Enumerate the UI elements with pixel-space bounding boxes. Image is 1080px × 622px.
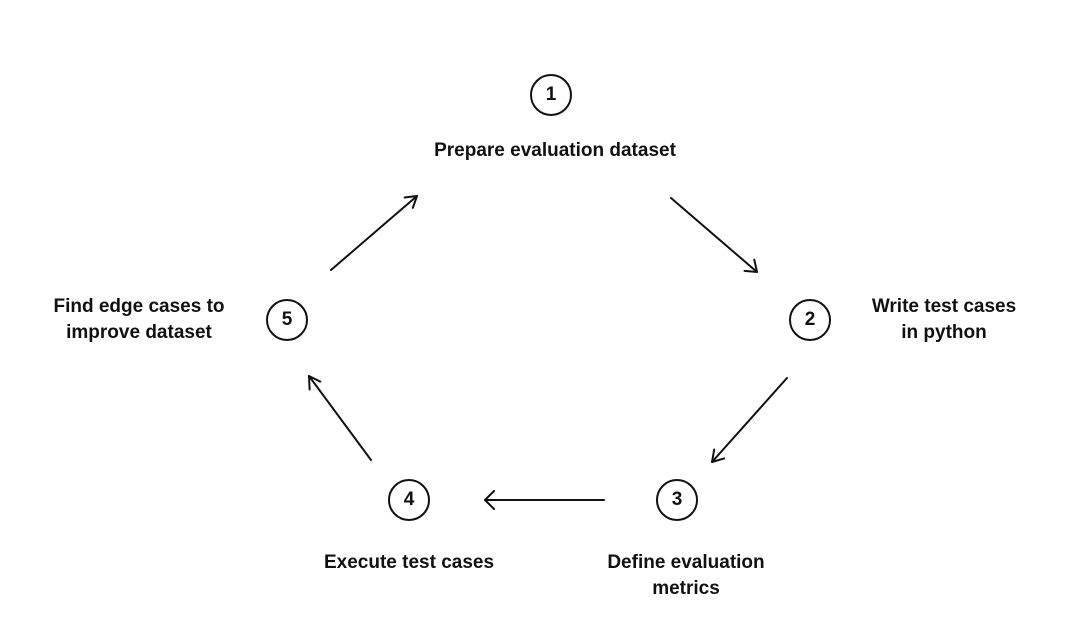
arrow-4-to-5 — [308, 375, 372, 461]
step-4-label: Execute test cases — [323, 552, 495, 573]
arrow-3-to-4 — [484, 490, 605, 510]
step-1-label: Prepare evaluation dataset — [434, 140, 676, 161]
step-1-circle: 1 — [530, 74, 572, 116]
step-2-number: 2 — [804, 309, 816, 330]
step-4-circle: 4 — [388, 479, 430, 521]
step-2-circle: 2 — [789, 299, 831, 341]
step-2-label: Write test cases in python — [871, 296, 1017, 343]
step-5-circle: 5 — [266, 299, 308, 341]
step-3-circle: 3 — [656, 479, 698, 521]
step-3-number: 3 — [671, 489, 683, 510]
step-3-label: Define evaluation metrics — [607, 552, 765, 599]
step-4-number: 4 — [403, 489, 415, 510]
step-5-number: 5 — [281, 309, 293, 330]
step-1-number: 1 — [545, 84, 557, 105]
arrow-5-to-1 — [330, 195, 418, 271]
arrow-2-to-3 — [711, 377, 788, 463]
step-5-label: Find edge cases to improve dataset — [53, 296, 225, 343]
arrow-1-to-2 — [670, 197, 758, 273]
